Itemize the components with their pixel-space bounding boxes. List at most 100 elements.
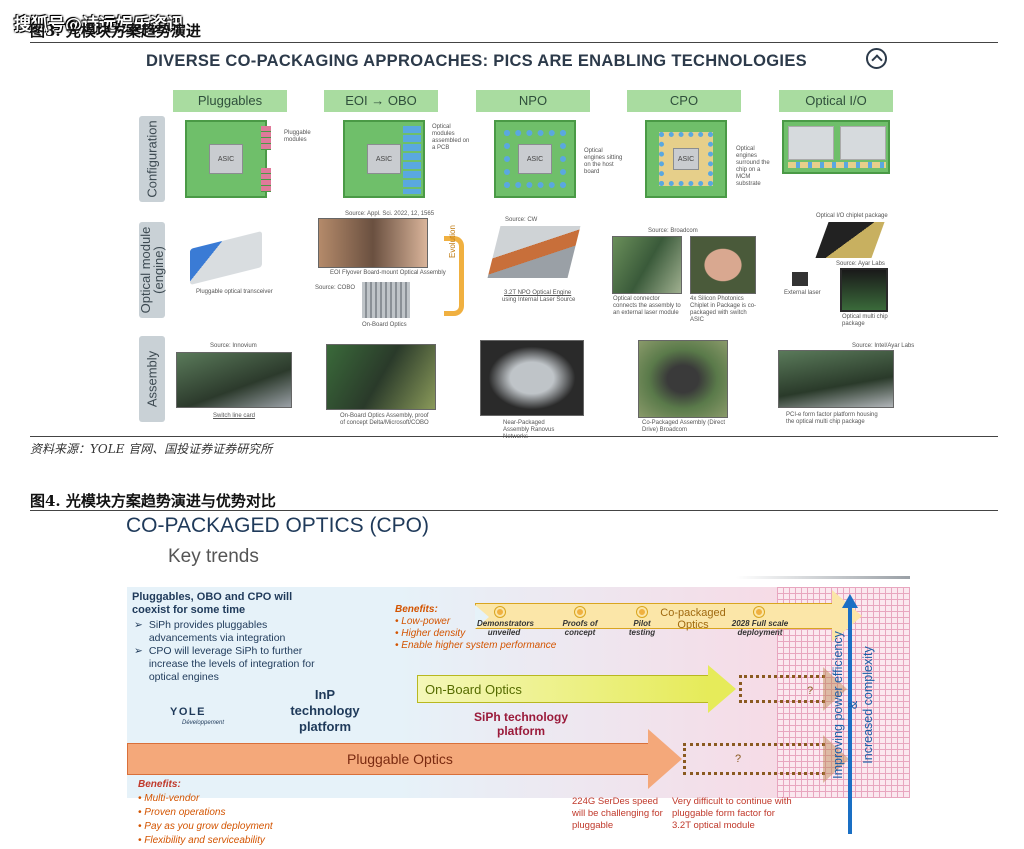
config-pluggables: ASIC [185, 120, 271, 198]
column-pluggables: Pluggables [173, 90, 287, 112]
coexist-title: Pluggables, OBO and CPO will coexist for… [132, 591, 293, 616]
siph-platform-label: SiPh technology platform [473, 710, 568, 738]
benefit-higher-density-text: Higher density [401, 628, 466, 639]
npo-engine-image [487, 226, 581, 278]
benefit-proven-operations: • Proven operations [138, 807, 226, 818]
benefit-flexibility-text: Flexibility and serviceability [144, 835, 265, 846]
oio-chiplet-image [815, 222, 885, 258]
pluggable-ports-bottom [261, 168, 271, 192]
row-configuration: Configuration [139, 116, 165, 202]
vertical-label-2: Increased complexity [861, 646, 875, 764]
config-eoi-obo: ASIC [343, 120, 425, 198]
chevron-up-icon[interactable] [866, 48, 887, 69]
caption-npo-engine: 3.2T NPO Optical Engine [504, 290, 572, 296]
benefit-pay-as-you-grow-text: Pay as you grow deployment [144, 821, 273, 832]
oio-chip-right [840, 126, 886, 160]
note-32t: Very difficult to continue with pluggabl… [672, 796, 792, 831]
caption-switch-line-card: Switch line card [213, 413, 256, 419]
column-npo: NPO [476, 90, 590, 112]
caption-pcie-platform: PCI-e form factor platform housing the o… [786, 412, 878, 425]
npo-assembly-image [480, 340, 584, 416]
vertical-label-1: Improving power efficiency [831, 631, 845, 779]
evolution-bracket [444, 236, 464, 316]
caption-npo-sub: using Internal Laser Source [502, 297, 576, 303]
vertical-arrow-head [842, 594, 858, 608]
yole-logo: YOLE [170, 706, 206, 718]
cpo-arrow-label: Co-packaged Optics [660, 607, 726, 631]
benefits-top: Benefits: • Low-power • Higher density •… [395, 604, 556, 652]
bullet-cpo: ➢ CPO will leverage SiPh to further incr… [134, 645, 324, 684]
source-cpo: Source: Broadcom [648, 228, 698, 234]
caption-obo: On-Board Optics [362, 322, 407, 328]
figure-4-title: 图4. 光模块方案趋势演进与优势对比 [30, 492, 276, 510]
optical-modules-pcb [403, 126, 421, 194]
source-cobo: Source: COBO [315, 285, 356, 291]
caption-cpo-connector: Optical connector connects the assembly … [613, 296, 681, 316]
bullet-cpo-text: CPO will leverage SiPh to further increa… [148, 645, 315, 683]
vertical-arrow-shaft [848, 606, 852, 834]
pluggable-question: ? [735, 753, 742, 765]
benefits-bottom-title: Benefits: [138, 779, 181, 790]
obo-arrow-body [417, 675, 709, 703]
benefit-low-power-text: Low-power [401, 616, 451, 627]
config-optical-io [782, 120, 890, 174]
caption-pluggable-transceiver: Pluggable optical transceiver [196, 289, 273, 295]
row-optical-module: Optical module (engine) [138, 222, 166, 318]
source-npo: Source: CW [505, 217, 538, 223]
asic-chip: ASIC [367, 144, 401, 174]
figure-3-title: 图3. 光模块方案趋势演进 [30, 22, 201, 40]
pluggable-arrow-body [127, 743, 649, 775]
bullet-siph-text: SiPh provides pluggables advancements vi… [148, 619, 286, 644]
obo-heatsink-image [362, 282, 410, 318]
milestone-dot-3 [637, 607, 647, 617]
oio-multichip-image [840, 268, 888, 312]
obo-arrow-head [708, 665, 736, 713]
caption-external-laser: External laser [784, 290, 821, 296]
pluggable-future-arrow [683, 743, 825, 775]
source-eoi: Source: Appl. Sci. 2022, 12, 1565 [345, 211, 435, 217]
cpo-arrow-notch [475, 605, 489, 629]
caption-eoi: Optical modules assembled on a PCB [432, 124, 470, 151]
inp-platform-label: InP technology platform [290, 687, 360, 734]
benefit-higher-density: • Higher density [395, 628, 466, 639]
column-cpo: CPO [627, 90, 741, 112]
bullet-arrow-icon: ➢ [134, 619, 143, 631]
asic-chip: ASIC [673, 148, 699, 170]
benefit-pay-as-you-grow: • Pay as you grow deployment [138, 821, 273, 832]
milestone-2028: 2028 Full scale deployment [731, 619, 789, 637]
row-assembly: Assembly [139, 336, 165, 422]
figure-4-subtitle: Key trends [168, 546, 259, 567]
cpo-connector-image [612, 236, 682, 294]
caption-oio-multichip: Optical multi chip package [842, 314, 888, 327]
benefit-low-power: • Low-power [395, 616, 451, 627]
benefit-multi-vendor-text: Multi-vendor [144, 793, 200, 804]
source-ayar: Source: Ayar Labs [836, 261, 885, 267]
cpo-chiplet-image [690, 236, 756, 294]
optical-engines-ring [504, 130, 566, 188]
figure-3-main-title: DIVERSE CO-PACKAGING APPROACHES: PICS AR… [146, 52, 807, 70]
bullet-siph: ➢ SiPh provides pluggables advancements … [134, 619, 324, 645]
cpo-assembly-image [638, 340, 728, 418]
yole-logo-sub: Développement [182, 720, 225, 726]
config-cpo: ASIC [645, 120, 727, 198]
pluggable-ports-top [261, 126, 271, 150]
pluggable-transceiver-image [190, 231, 262, 285]
coexist-bullets: ➢ SiPh provides pluggables advancements … [134, 619, 324, 684]
milestone-pilot: Pilot testing [628, 619, 656, 637]
obo-future-arrow [739, 675, 825, 703]
column-eoi-obo: EOI → OBO [324, 90, 438, 112]
column-optical-io: Optical I/O [779, 90, 893, 112]
subtitle-underline [736, 576, 910, 579]
cpo-trends-diagram: Demonstrators unveiled Proofs of concept… [127, 587, 910, 798]
figure-4-top-rule [30, 510, 998, 511]
obo-assembly-image [326, 344, 436, 410]
benefit-system-performance-text: Enable higher system performance [401, 640, 557, 651]
vertical-label-amp: & [846, 700, 860, 710]
pcie-platform-image [778, 350, 894, 408]
obo-arrow-label: On-Board Optics [425, 682, 522, 697]
note-224g: 224G SerDes speed will be challenging fo… [572, 796, 663, 831]
milestone-dot-2 [575, 607, 585, 617]
caption-oio-top: Optical I/O chiplet package [816, 213, 888, 219]
caption-cpo-assembly: Co-Packaged Assembly (Direct Drive) Broa… [642, 420, 726, 433]
figure-3-top-rule [30, 42, 998, 43]
